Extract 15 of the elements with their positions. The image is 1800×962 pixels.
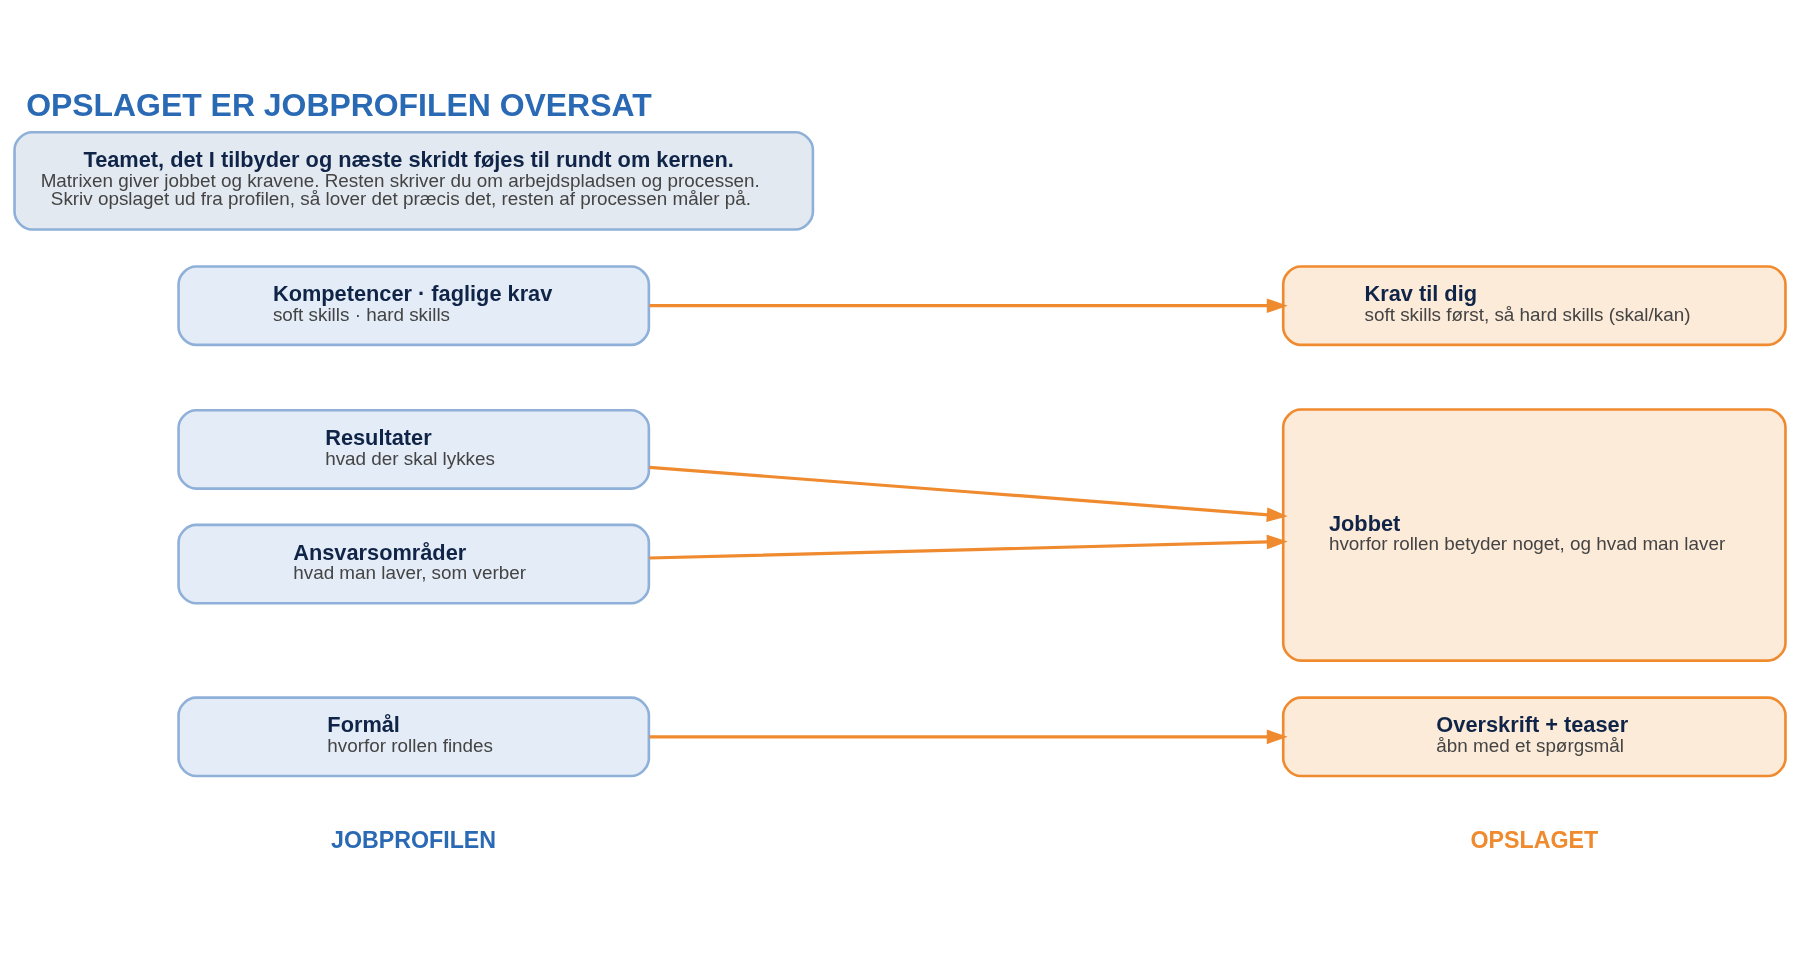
arrow — [649, 465, 1288, 522]
node-box: Resultater hvad der skal lykkes — [177, 408, 651, 490]
node-box: Kompetencer · faglige krav soft skills · hard skills — [177, 265, 651, 347]
node-box: Formål hvorfor rollen findes — [177, 696, 651, 778]
node-box: Overskrift + teaser åbn med et spørgsmål — [1281, 696, 1787, 778]
arrow — [649, 534, 1288, 560]
label: OPSLAGET — [1470, 827, 1599, 854]
diagram-title: OPSLAGET ER JOBPROFILEN OVERSAT — [26, 86, 652, 123]
arrow — [649, 298, 1288, 314]
node-box: Jobbet hvorfor rollen betyder noget, og hvad man laver — [1281, 408, 1787, 662]
arrow — [649, 729, 1288, 745]
node-box: Ansvarsområder hvad man laver, som verber — [177, 523, 651, 605]
label: JOBPROFILEN — [330, 827, 497, 854]
node-box: Teamet, det I tilbyder og næste skridt føjes til rundt om kernen. Matrixen giver jobbet og kravene. Resten skriver du om arbejdspladsen og processen. Skriv opslaget ud fra profilen, så lover det præcis det, resten af processen måler på. — [13, 130, 815, 231]
node-box: Krav til dig soft skills først, så hard skills (skal/kan) — [1281, 265, 1787, 347]
